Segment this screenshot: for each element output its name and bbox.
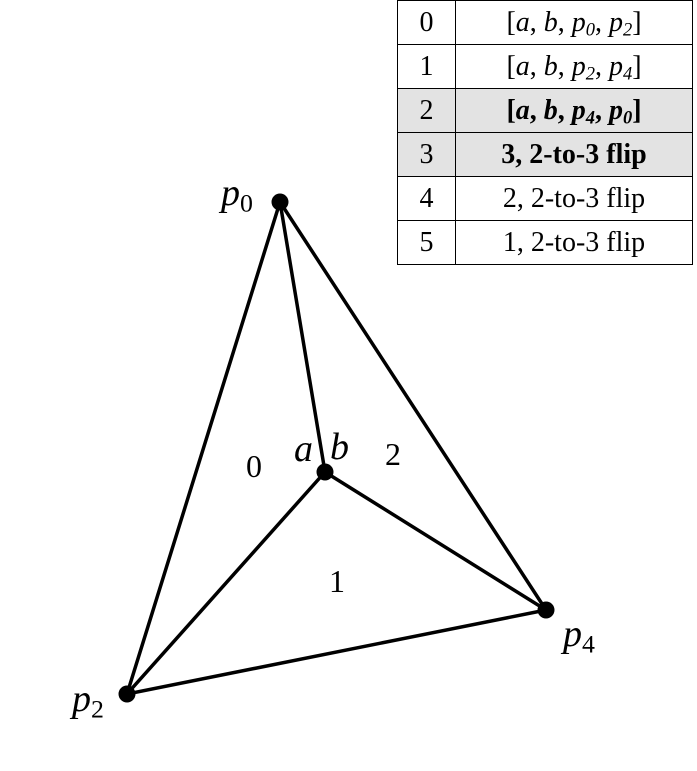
face-label-1: 1	[329, 563, 345, 599]
label-b: b	[330, 426, 349, 468]
vertex-p4-dot	[537, 601, 555, 619]
face-label-0: 0	[246, 448, 262, 484]
vertex-p0-dot	[271, 193, 289, 211]
edge-p0-p4	[278, 200, 548, 612]
row-index: 2	[397, 88, 456, 133]
row-operation: 3, 2-to-3 flip	[455, 132, 693, 177]
edge-ab-p2	[125, 470, 327, 696]
edge-p0-ab	[278, 200, 327, 474]
row-index: 1	[397, 44, 456, 89]
edge-p0-p2	[125, 200, 282, 696]
table-row: 1[a, b, p2, p4]	[397, 44, 693, 89]
row-operation: 2, 2-to-3 flip	[455, 176, 693, 221]
row-index: 5	[397, 220, 456, 265]
label-p2: p2	[72, 678, 104, 724]
row-index: 4	[397, 176, 456, 221]
edge-p2-p4	[125, 608, 548, 696]
row-index: 0	[397, 0, 456, 45]
row-operation: [a, b, p0, p2]	[455, 0, 693, 45]
table-row: 2[a, b, p4, p0]	[397, 88, 693, 133]
label-p0: p0	[221, 172, 253, 218]
edge-ab-p4	[323, 470, 548, 612]
row-operation: [a, b, p2, p4]	[455, 44, 693, 89]
row-operation: [a, b, p4, p0]	[455, 88, 693, 133]
vertex-p2-dot	[118, 685, 136, 703]
label-p4: p4	[563, 613, 595, 659]
table-row: 0[a, b, p0, p2]	[397, 0, 693, 45]
row-operation: 1, 2-to-3 flip	[455, 220, 693, 265]
vertex-ab-dot	[316, 463, 334, 481]
face-label-2: 2	[385, 436, 401, 472]
label-a: a	[294, 428, 313, 470]
flip-sequence-table: 0[a, b, p0, p2]1[a, b, p2, p4]2[a, b, p4…	[397, 0, 693, 265]
row-index: 3	[397, 132, 456, 177]
